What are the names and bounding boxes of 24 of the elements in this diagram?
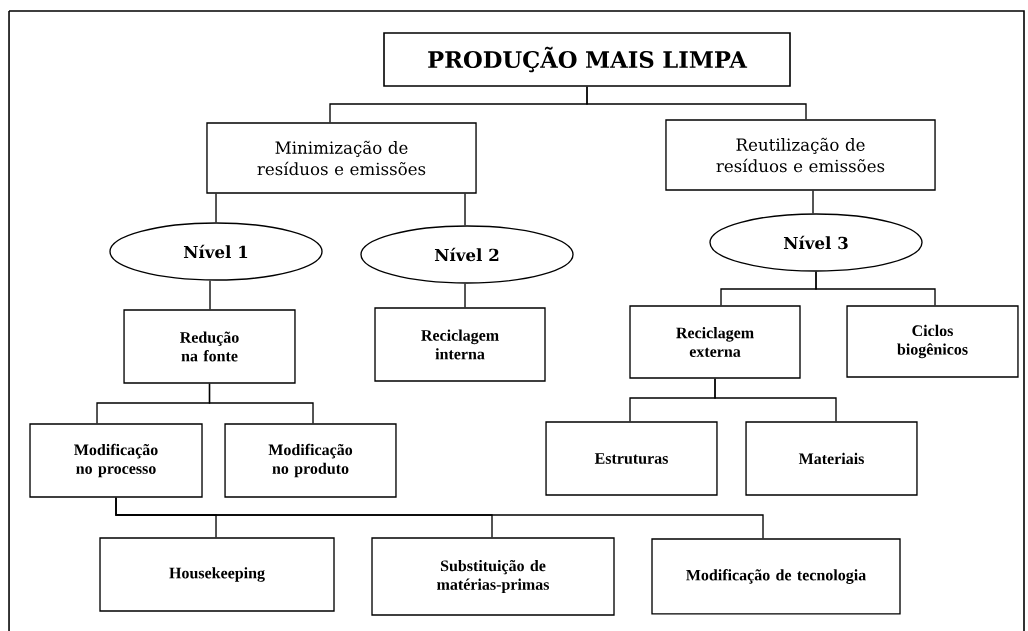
process-box: Materiais bbox=[745, 421, 918, 496]
connector-line bbox=[815, 271, 936, 307]
connector-line bbox=[209, 280, 211, 310]
connector-line bbox=[586, 86, 807, 120]
process-box: Reciclagem interna bbox=[374, 307, 546, 382]
process-box: Reciclagem externa bbox=[629, 305, 801, 379]
process-box: Modificação de tecnologia bbox=[651, 538, 901, 615]
process-box: Housekeeping bbox=[99, 537, 335, 612]
connector-line bbox=[464, 193, 466, 226]
process-box: Substituição de matérias-primas bbox=[371, 537, 615, 616]
title-box: PRODUÇÃO MAIS LIMPA bbox=[383, 32, 791, 87]
process-box: Redução na fonte bbox=[123, 309, 296, 384]
process-box: Modificação no produto bbox=[224, 423, 397, 498]
process-box: Estruturas bbox=[545, 421, 718, 496]
connector-line bbox=[215, 193, 217, 223]
category-box: Minimização de resíduos e emissões bbox=[206, 122, 477, 194]
category-box: Reutilização de resíduos e emissões bbox=[665, 119, 936, 191]
process-box: Modificação no processo bbox=[29, 423, 203, 498]
connector-line bbox=[464, 283, 466, 308]
process-box: Ciclos biogênicos bbox=[846, 305, 1019, 378]
connector-line bbox=[115, 497, 764, 540]
connector-line bbox=[812, 190, 814, 214]
connector-line bbox=[714, 378, 837, 422]
connector-line bbox=[208, 383, 314, 424]
